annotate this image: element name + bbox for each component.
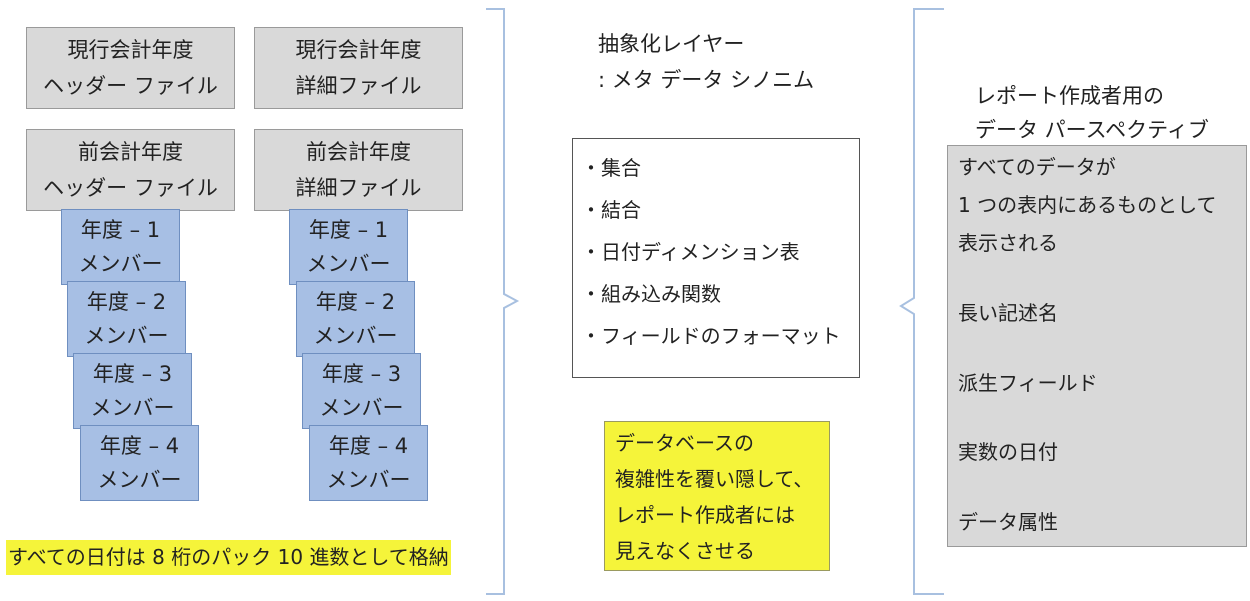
perspective-item-real-dates: 実数の日付 xyxy=(958,440,1058,464)
data-perspective-panel: すべてのデータが 1 つの表内にあるものとして 表示される 長い記述名 派生フィ… xyxy=(947,145,1247,547)
member-year-label: 年度 – 1 xyxy=(80,218,161,242)
member-year-label: 年度 – 3 xyxy=(92,362,173,386)
member-year-label: 年度 – 2 xyxy=(315,290,396,314)
feature-item-date-dimension: ・日付ディメンション表 xyxy=(581,240,800,264)
member-label: メンバー xyxy=(97,468,182,492)
header-member-box-3: 年度 – 3 メンバー xyxy=(73,353,192,429)
member-label: メンバー xyxy=(306,252,391,276)
abstraction-layer-title-line-1: 抽象化レイヤー xyxy=(598,32,745,56)
report-author-title-line-1: レポート作成者用の xyxy=(975,84,1164,108)
prior-year-header-file-box: 前会計年度 ヘッダー ファイル xyxy=(26,129,235,211)
note-line-3: レポート作成者には xyxy=(615,503,795,527)
perspective-item-one-table: 1 つの表内にあるものとして xyxy=(958,193,1217,217)
perspective-item-derived-fields: 派生フィールド xyxy=(958,371,1098,395)
feature-item-join: ・結合 xyxy=(581,198,641,222)
member-year-label: 年度 – 2 xyxy=(86,290,167,314)
current-detail-line-1: 現行会計年度 xyxy=(295,38,422,62)
member-label: メンバー xyxy=(84,324,169,348)
header-member-box-2: 年度 – 2 メンバー xyxy=(67,281,186,357)
member-label: メンバー xyxy=(313,324,398,348)
feature-item-field-format: ・フィールドのフォーマット xyxy=(581,324,841,348)
feature-item-builtin-functions: ・組み込み関数 xyxy=(581,282,721,306)
perspective-item-displayed: 表示される xyxy=(958,231,1058,255)
current-header-line-2: ヘッダー ファイル xyxy=(43,74,218,98)
current-detail-line-2: 詳細ファイル xyxy=(295,74,422,98)
feature-item-union: ・集合 xyxy=(581,156,641,180)
complexity-note-box: データベースの 複雑性を覆い隠して、 レポート作成者には 見えなくさせる xyxy=(604,421,830,571)
prior-detail-line-2: 詳細ファイル xyxy=(295,176,422,200)
note-line-4: 見えなくさせる xyxy=(615,539,755,563)
perspective-item-data-attributes: データ属性 xyxy=(958,510,1058,534)
synonym-features-box: ・集合 ・結合 ・日付ディメンション表 ・組み込み関数 ・フィールドのフォーマッ… xyxy=(572,138,860,378)
prior-header-line-1: 前会計年度 xyxy=(78,140,183,164)
prior-detail-line-1: 前会計年度 xyxy=(306,140,411,164)
header-member-box-4: 年度 – 4 メンバー xyxy=(80,425,199,501)
perspective-item-all-data: すべてのデータが xyxy=(958,155,1116,179)
note-line-2: 複雑性を覆い隠して、 xyxy=(615,467,814,491)
abstraction-layer-title-line-2: : メタ データ シノニム xyxy=(598,68,815,92)
report-author-title-line-2: データ パースペクティブ xyxy=(975,118,1209,142)
perspective-item-long-names: 長い記述名 xyxy=(958,301,1058,325)
member-year-label: 年度 – 3 xyxy=(321,362,402,386)
detail-member-box-3: 年度 – 3 メンバー xyxy=(302,353,421,429)
member-label: メンバー xyxy=(78,252,163,276)
header-member-box-1: 年度 – 1 メンバー xyxy=(61,209,180,285)
member-year-label: 年度 – 4 xyxy=(328,434,409,458)
right-brace-icon xyxy=(486,8,520,595)
detail-member-box-2: 年度 – 2 メンバー xyxy=(296,281,415,357)
current-header-line-1: 現行会計年度 xyxy=(67,38,194,62)
detail-member-box-1: 年度 – 1 メンバー xyxy=(289,209,408,285)
current-year-header-file-box: 現行会計年度 ヘッダー ファイル xyxy=(26,27,235,109)
note-line-1: データベースの xyxy=(615,431,754,455)
current-year-detail-file-box: 現行会計年度 詳細ファイル xyxy=(254,27,463,109)
prior-header-line-2: ヘッダー ファイル xyxy=(43,176,218,200)
detail-member-box-4: 年度 – 4 メンバー xyxy=(309,425,428,501)
prior-year-detail-file-box: 前会計年度 詳細ファイル xyxy=(254,129,463,211)
member-year-label: 年度 – 1 xyxy=(308,218,389,242)
member-label: メンバー xyxy=(90,396,175,420)
member-label: メンバー xyxy=(326,468,411,492)
member-year-label: 年度 – 4 xyxy=(99,434,180,458)
date-storage-footnote: すべての日付は 8 桁のパック 10 進数として格納 xyxy=(6,540,451,575)
member-label: メンバー xyxy=(319,396,404,420)
left-brace-icon xyxy=(899,8,944,595)
